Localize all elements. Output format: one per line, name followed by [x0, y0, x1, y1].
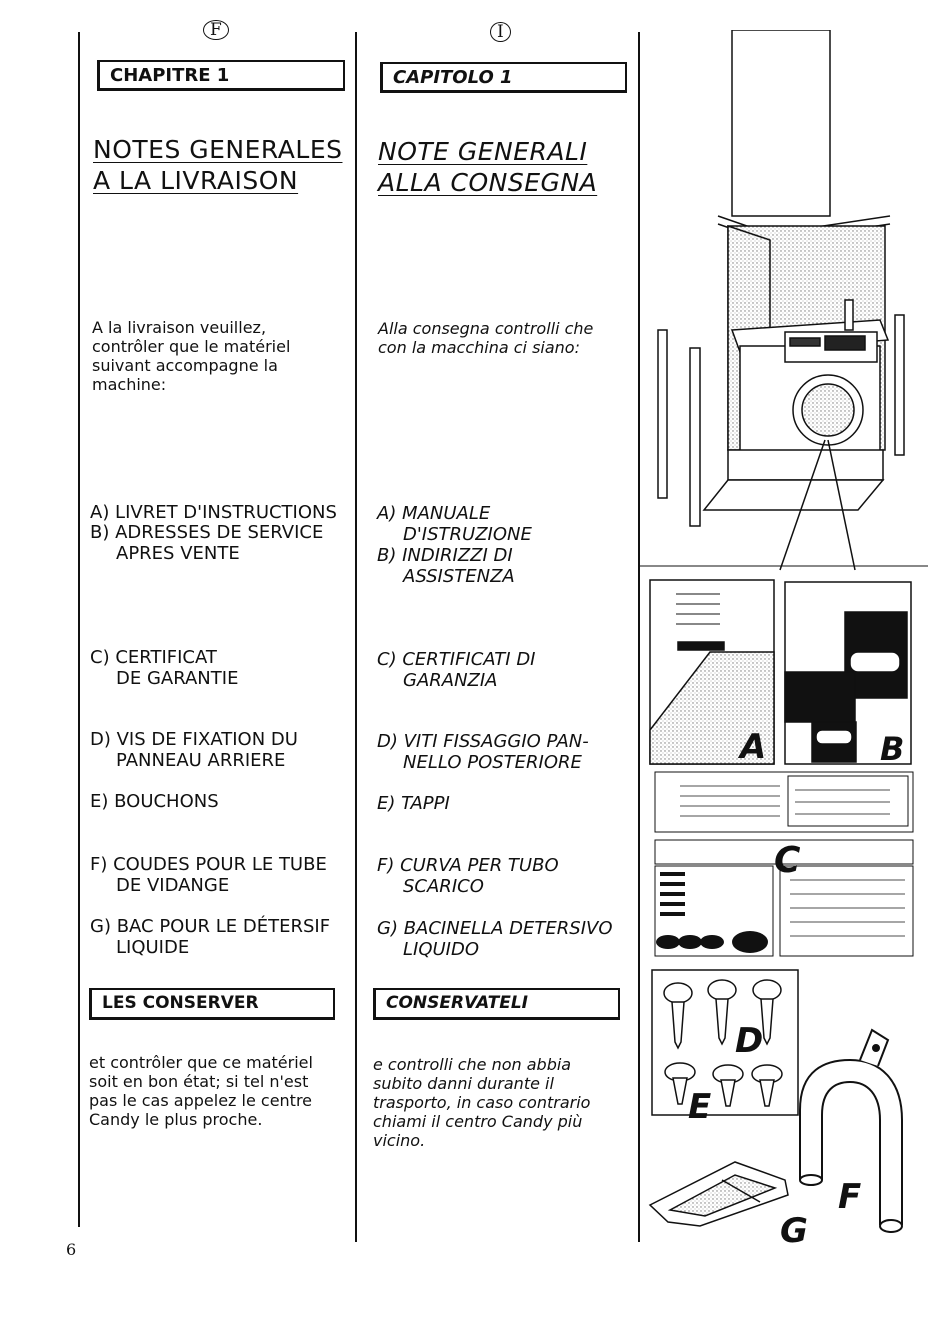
title-fr: NOTES GENERALES A LA LIVRAISON: [93, 135, 343, 195]
label-b: B: [880, 730, 904, 768]
title-it: NOTE GENERALI ALLA CONSEGNA: [378, 137, 598, 197]
service-addresses-icon: [784, 581, 912, 765]
warranty-certificates-icon: [654, 771, 914, 957]
instruction-booklet-icon: [649, 579, 775, 765]
center-column-rule: [355, 32, 357, 1242]
caps-icon: [664, 1062, 783, 1107]
page-number: 6: [66, 1240, 77, 1259]
left-margin-rule: [78, 32, 80, 1227]
label-c: C: [774, 840, 801, 881]
fixing-screws-icon: [663, 979, 782, 1050]
chapter-box-fr: CHAPITRE 1: [97, 60, 345, 91]
language-marker-fr: F: [203, 20, 229, 40]
item-e-fr: E) BOUCHONS: [90, 791, 219, 812]
figure-column-rule: [638, 32, 640, 1242]
delivery-contents-illustration: A B C D E: [640, 30, 928, 1250]
keep-box-fr: LES CONSERVER: [89, 988, 335, 1020]
label-g: G: [780, 1211, 808, 1250]
label-d: D: [735, 1021, 763, 1061]
label-f: F: [838, 1177, 861, 1217]
item-e-it: E) TAPPI: [377, 793, 450, 814]
item-d-it: D) VITI FISSAGGIO PAN-NELLO POSTERIORE: [377, 731, 589, 773]
chapter-box-it: CAPITOLO 1: [380, 62, 627, 93]
label-a: A: [737, 727, 766, 767]
item-a-fr: A) LIVRET D'INSTRUCTIONS: [90, 502, 337, 523]
washing-machine-packaging-icon: [657, 30, 905, 571]
liquid-detergent-tray-icon: [648, 1161, 789, 1227]
drain-hose-elbow-icon: [799, 1028, 903, 1233]
label-e: E: [688, 1087, 711, 1127]
intro-fr: A la livraison veuillez,contrôler que le…: [92, 318, 291, 394]
language-marker-it: I: [490, 22, 511, 42]
keep-box-it: CONSERVATELI: [373, 988, 620, 1020]
